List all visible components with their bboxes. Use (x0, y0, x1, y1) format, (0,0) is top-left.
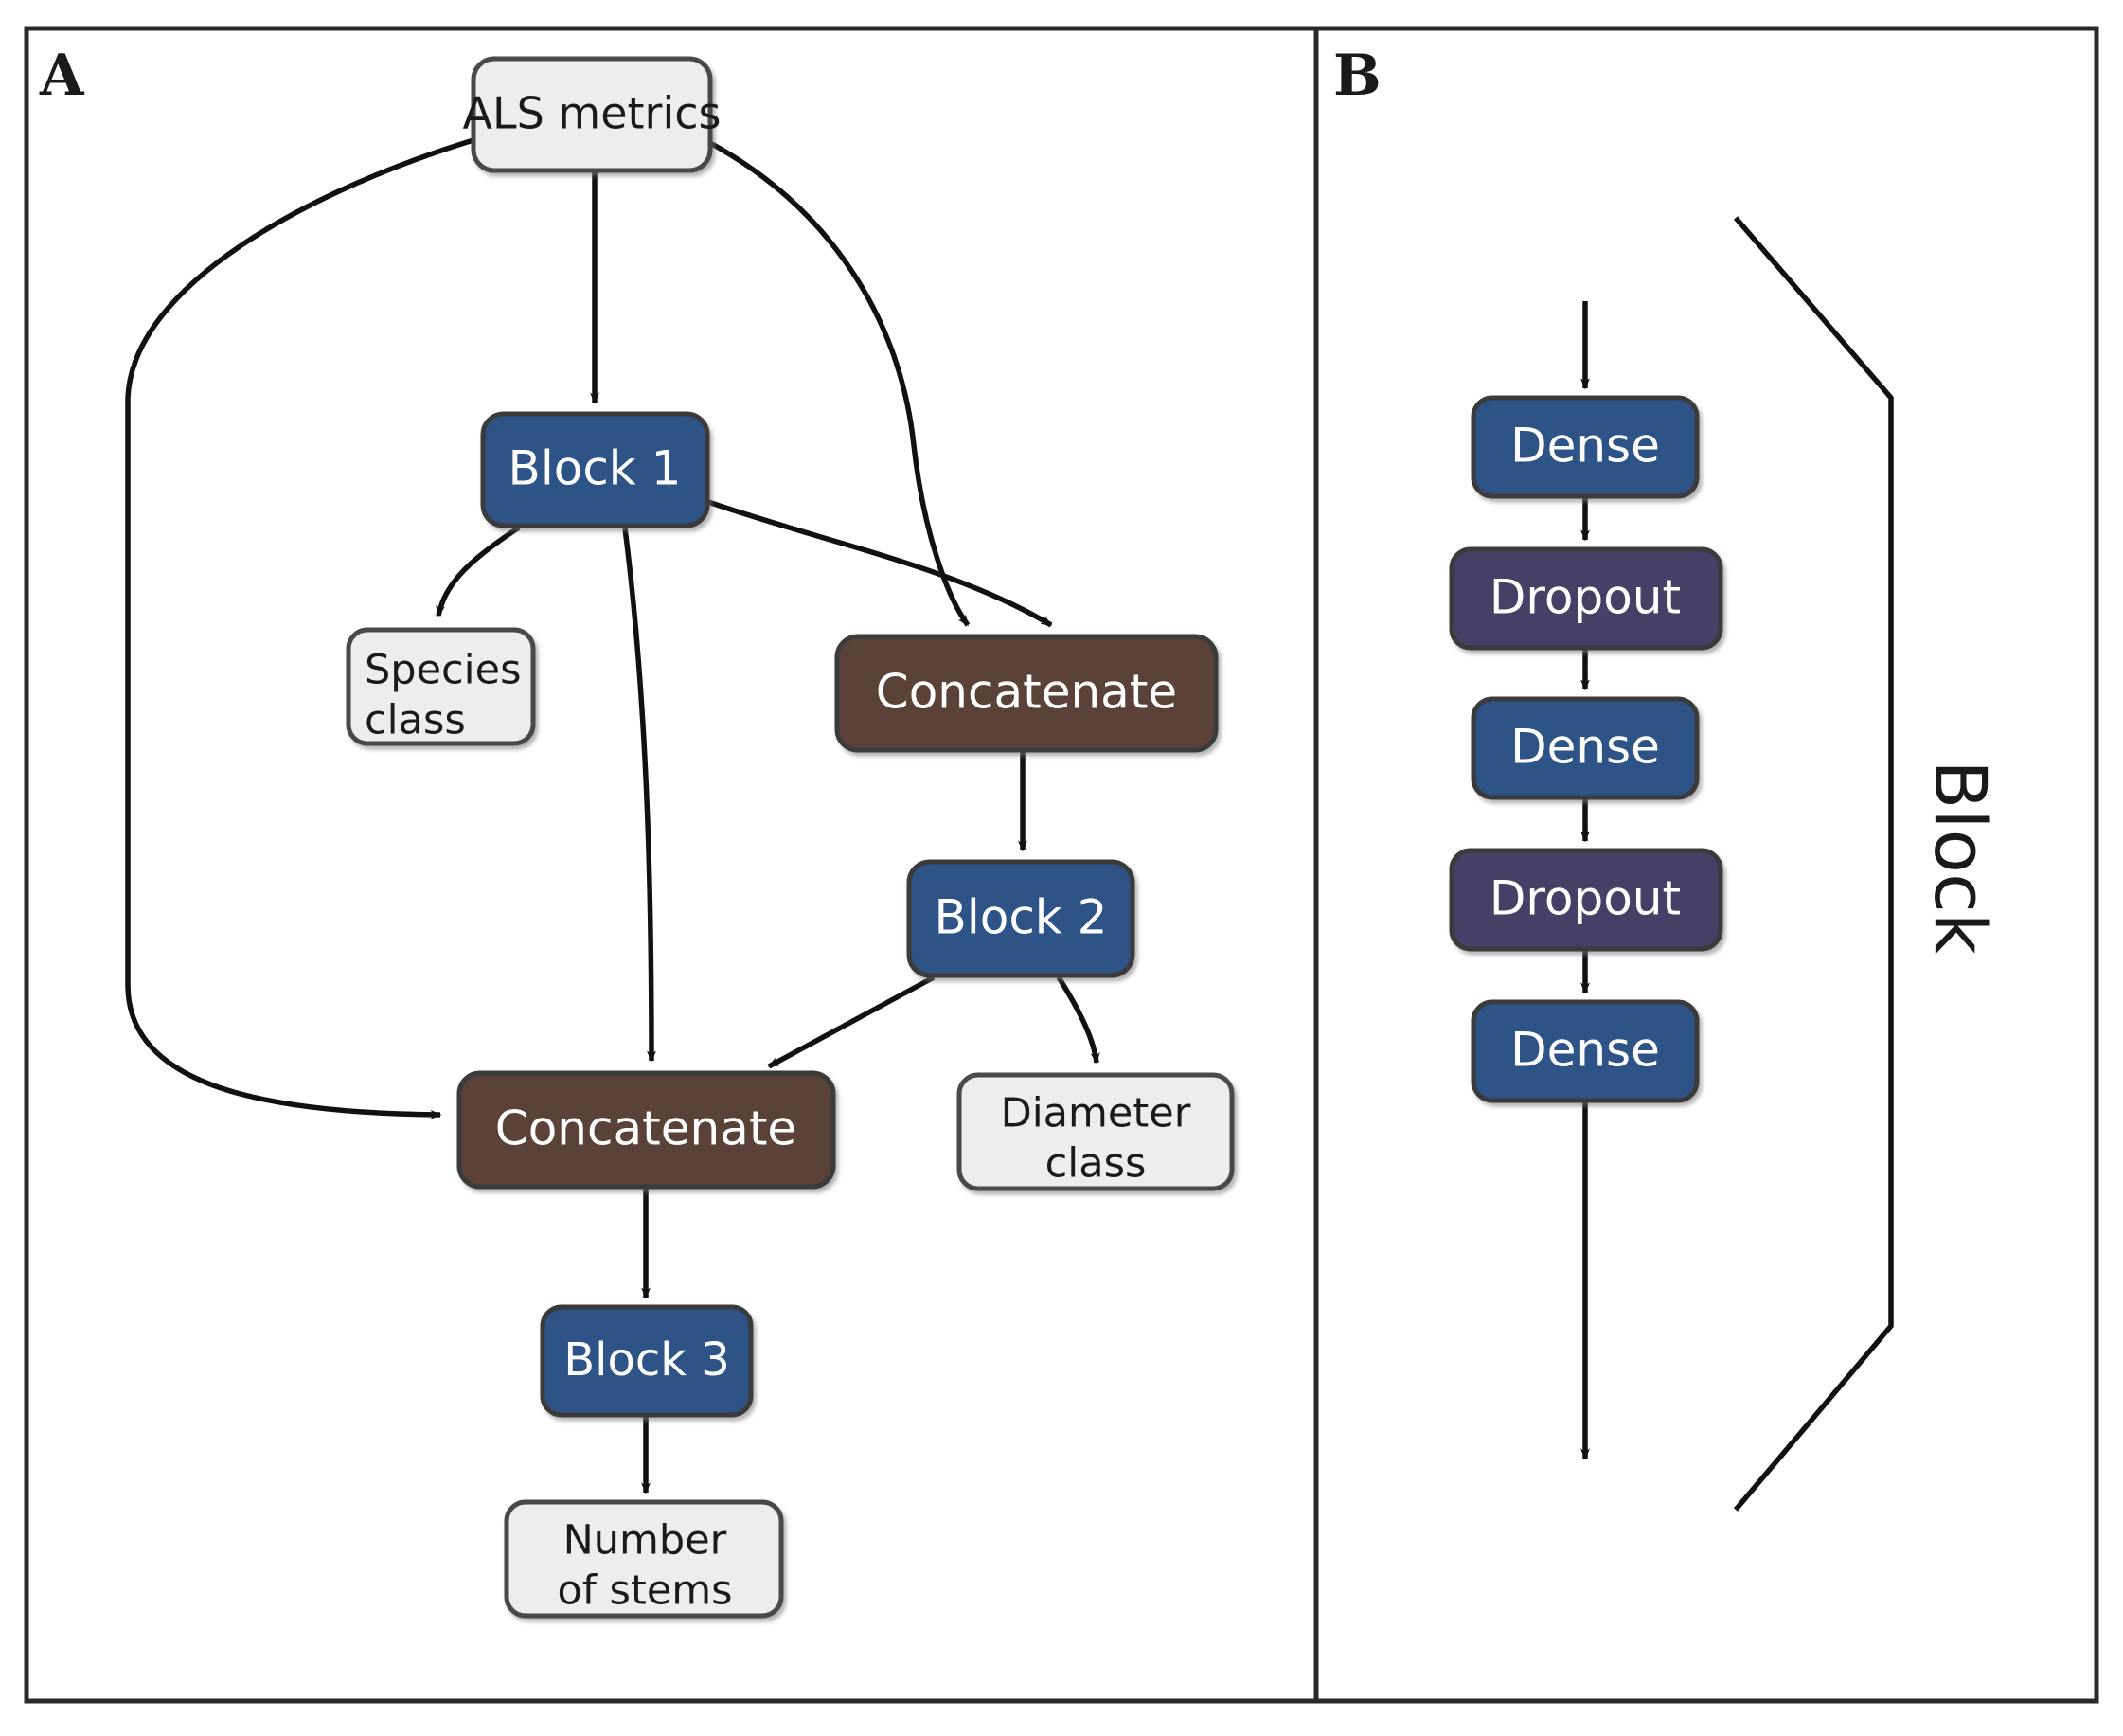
node-concatenate-lower[interactable]: Concatenate (456, 1070, 836, 1190)
edge-block1-to-concat2 (622, 528, 656, 1063)
node-dropout-1[interactable]: Dropout (1449, 546, 1723, 651)
diameter-class-line2: class (1045, 1140, 1147, 1188)
panel-a-letter: A (39, 43, 85, 109)
number-of-stems-line2: of stems (557, 1567, 732, 1615)
concatenate-lower-label: Concatenate (495, 1101, 796, 1156)
edge-block1-to-species (436, 525, 521, 617)
panel-b-letter: B (1333, 43, 1382, 109)
node-block-3[interactable]: Block 3 (540, 1304, 754, 1418)
node-block-2[interactable]: Block 2 (906, 859, 1135, 978)
dense-3-box[interactable] (1471, 999, 1700, 1103)
dense-1-label: Dense (1510, 419, 1660, 474)
edge-als-to-concat2 (125, 137, 474, 1119)
dropout-1-box[interactable] (1449, 546, 1723, 651)
block-3-box[interactable] (540, 1304, 754, 1418)
number-of-stems-line1: Number (563, 1517, 727, 1565)
species-class-box[interactable] (346, 627, 536, 746)
block-bracket (1733, 216, 1894, 1512)
node-concatenate-upper[interactable]: Concatenate (834, 634, 1219, 753)
block-1-box[interactable] (480, 411, 710, 528)
edge-block1-to-concat1 (707, 499, 1053, 628)
block-bracket-path (1733, 216, 1894, 1512)
node-species-class[interactable]: Species class (346, 627, 536, 746)
block-2-label: Block 2 (935, 890, 1108, 945)
als-metrics-box[interactable] (471, 56, 713, 173)
species-class-line2: class (365, 697, 466, 744)
node-als-metrics[interactable]: ALS metrics (462, 56, 722, 173)
outer-frame-rect (24, 26, 2099, 1704)
dense-1-box[interactable] (1471, 395, 1700, 499)
dense-2-box[interactable] (1471, 696, 1700, 800)
edge-als-to-concat1 (706, 139, 971, 627)
dropout-1-label: Dropout (1490, 570, 1681, 625)
concatenate-lower-box[interactable] (456, 1070, 836, 1190)
block-3-label: Block 3 (563, 1333, 730, 1387)
node-dropout-2[interactable]: Dropout (1449, 848, 1723, 952)
concatenate-upper-box[interactable] (834, 634, 1219, 753)
node-diameter-class[interactable]: Diameter class (956, 1072, 1235, 1191)
number-of-stems-box[interactable] (504, 1499, 784, 1619)
diameter-class-box[interactable] (956, 1072, 1235, 1191)
concatenate-upper-label: Concatenate (876, 665, 1177, 720)
figure-frame (24, 26, 2099, 1704)
node-dense-2[interactable]: Dense (1471, 696, 1700, 800)
node-dense-3[interactable]: Dense (1471, 999, 1700, 1103)
node-number-of-stems[interactable]: Number of stems (504, 1499, 784, 1619)
block-2-box[interactable] (906, 859, 1135, 978)
dropout-2-label: Dropout (1490, 871, 1681, 926)
dense-3-label: Dense (1510, 1023, 1660, 1078)
diameter-class-line1: Diameter (1001, 1090, 1191, 1137)
edge-block2-to-diameter (1056, 975, 1100, 1065)
dropout-2-box[interactable] (1449, 848, 1723, 952)
node-dense-1[interactable]: Dense (1471, 395, 1700, 499)
panel-a-edges (125, 137, 1100, 1494)
block-1-label: Block 1 (508, 441, 682, 496)
dense-2-label: Dense (1510, 720, 1660, 775)
als-metrics-label: ALS metrics (462, 88, 721, 139)
edge-block2-to-concat2 (767, 975, 936, 1069)
species-class-line1: Species (365, 647, 522, 694)
block-bracket-label: Block (1918, 760, 2003, 955)
node-block-1[interactable]: Block 1 (480, 411, 710, 528)
